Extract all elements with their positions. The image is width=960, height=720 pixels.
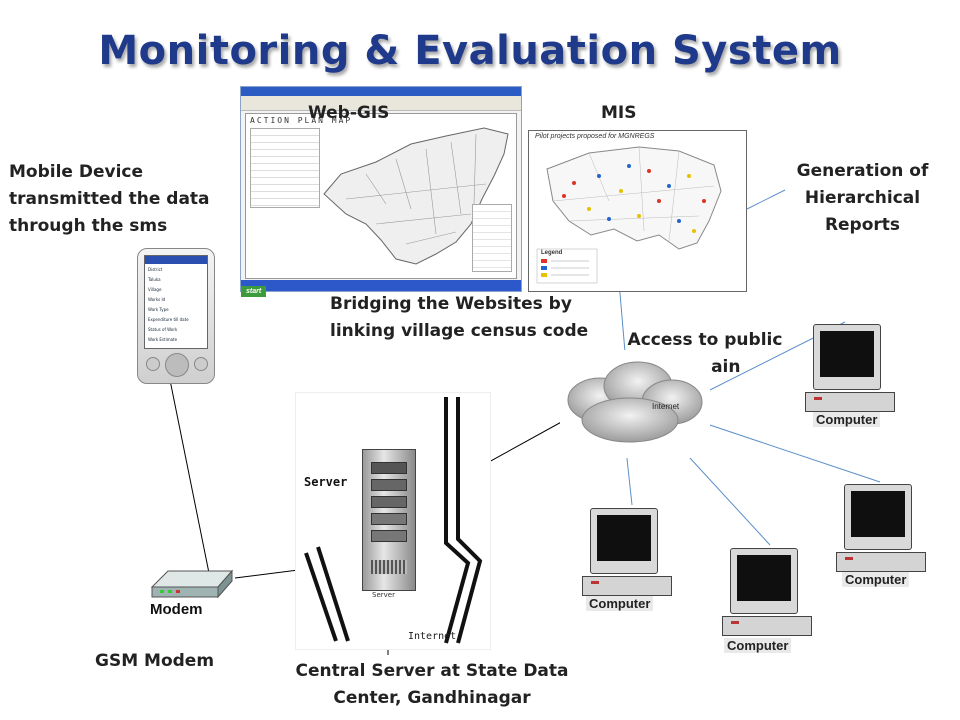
computer-screen: [597, 515, 651, 561]
central-server: Server Server Internet: [295, 392, 491, 650]
server-caption: Central Server at State Data Center, Gan…: [295, 661, 569, 708]
mis-legend-title: Legend: [541, 250, 563, 256]
page-title: Monitoring & Evaluation System: [98, 28, 842, 74]
pda-field: Status of Work: [148, 327, 178, 332]
computer-label: Computer: [724, 638, 792, 653]
computer: Computer: [572, 502, 682, 618]
pda-button: [194, 357, 208, 371]
web-gis-label: Web-GIS: [308, 103, 390, 123]
webgis-district-map: [323, 127, 509, 265]
server-small-label: Server: [372, 591, 395, 599]
server-label: Server: [304, 475, 348, 489]
gsm-modem-label: GSM Modem: [95, 651, 215, 671]
mis-screenshot: Pilot projects proposed for MGNREGS Lege…: [528, 130, 747, 292]
bridging-label: Bridging the Websites by linking village…: [330, 294, 589, 341]
computer-label: Computer: [813, 412, 881, 427]
pda-form: District Taluka Village Works Id Work Ty…: [145, 264, 207, 346]
computer-label: Computer: [586, 596, 654, 611]
pda-button: [146, 357, 160, 371]
browser-toolbar: [241, 96, 521, 111]
internet-cloud: Internet: [560, 350, 710, 458]
cloud-label: Internet: [652, 402, 680, 411]
pda-field: District: [148, 267, 163, 272]
mis-project-markers: [562, 164, 706, 233]
webgis-map-panel: ACTION PLAN MAP: [245, 113, 517, 279]
pda-screen: District Taluka Village Works Id Work Ty…: [144, 255, 208, 349]
pda-dpad: [165, 353, 189, 377]
pda-field: Expenditure till date: [148, 317, 189, 322]
webgis-screenshot: ACTION PLAN MAP start: [240, 86, 522, 297]
pda-field: Village: [148, 287, 162, 292]
mobile-device: District Taluka Village Works Id Work Ty…: [137, 248, 215, 384]
computer-screen: [820, 331, 874, 377]
computer-screen: [737, 555, 791, 601]
modem-icon: [150, 569, 234, 599]
cloud-icon: [567, 361, 703, 443]
reports-label: Generation of Hierarchical Reports: [796, 161, 929, 235]
pda-field: Works Id: [148, 297, 166, 302]
webgis-legend: [472, 204, 512, 272]
server-network-lines: [304, 397, 483, 644]
computer: Computer: [826, 478, 936, 596]
computer: Computer: [712, 542, 822, 660]
pda-field: Work Type: [148, 307, 169, 312]
gsm-modem: Modem: [146, 545, 236, 621]
pda-header: [145, 256, 207, 264]
server-tower: [362, 449, 416, 591]
webgis-info-table: [250, 128, 320, 208]
webgis-map-title: ACTION PLAN MAP: [250, 116, 353, 125]
pda-field: Taluka: [148, 277, 161, 282]
mis-state-map: [536, 146, 722, 284]
mis-label: MIS: [601, 103, 637, 123]
start-button: start: [241, 286, 267, 297]
computer-label: Computer: [842, 572, 910, 587]
pda-field: Work Estimate: [148, 337, 178, 342]
mobile-device-label: Mobile Device transmitted the data throu…: [9, 162, 210, 236]
taskbar: start: [241, 280, 521, 297]
computer-screen: [851, 491, 905, 537]
internet-label: Internet: [408, 631, 457, 642]
modem-label: Modem: [150, 601, 203, 618]
computer: Computer: [795, 318, 905, 436]
browser-titlebar: [241, 87, 521, 96]
mis-map-title: Pilot projects proposed for MGNREGS: [535, 133, 655, 140]
